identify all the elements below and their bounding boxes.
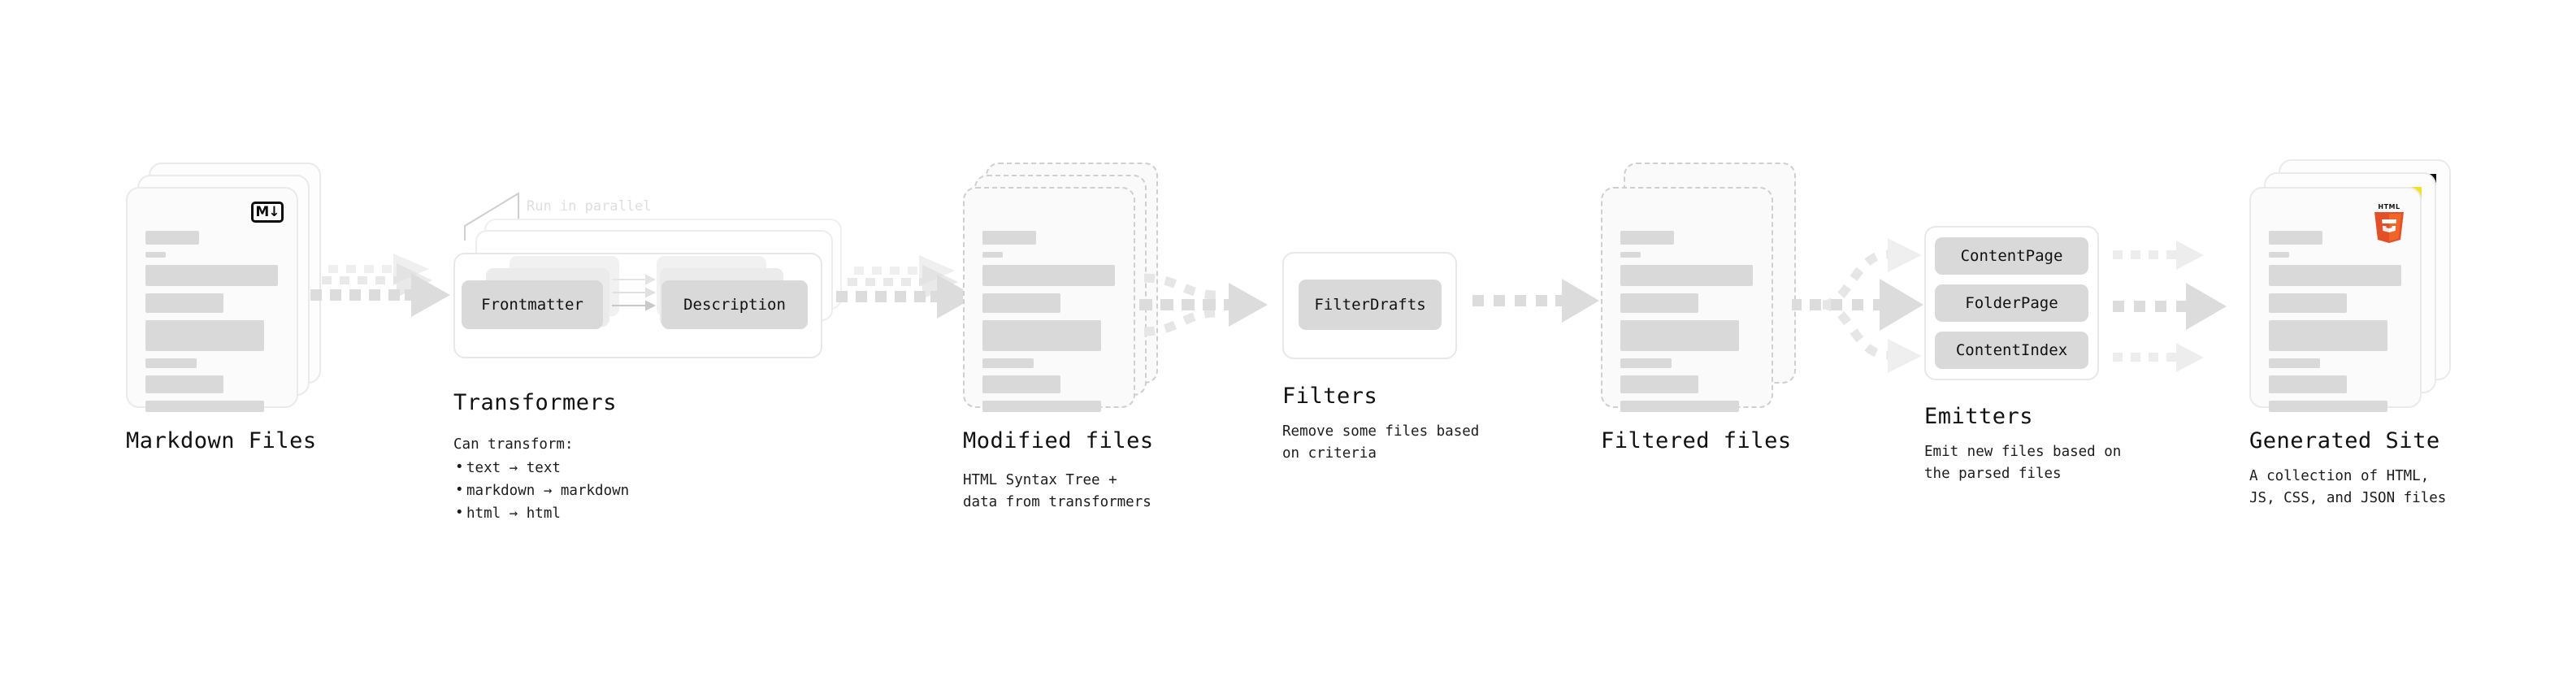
- transformer-inner-arrows: [612, 274, 657, 311]
- filtered-files-title: Filtered files: [1601, 428, 1792, 453]
- arrow-modified-to-filters: [1139, 273, 1268, 336]
- doc-line: [982, 358, 1034, 368]
- doc-line: [2269, 320, 2387, 351]
- modified-files-title: Modified files: [963, 428, 1154, 453]
- site-file-card-html: HTML: [2249, 187, 2422, 412]
- doc-line: [1620, 293, 1698, 313]
- emitters-title: Emitters: [1924, 404, 2034, 429]
- doc-line: [2269, 375, 2347, 393]
- doc-line: [1620, 265, 1753, 286]
- doc-line: [1620, 375, 1698, 393]
- doc-line: [1620, 252, 1641, 258]
- run-in-parallel-label: Run in parallel: [527, 198, 652, 215]
- emitter-chip-contentpage[interactable]: ContentPage: [1935, 237, 2088, 275]
- filter-chip-filterdrafts[interactable]: FilterDrafts: [1299, 280, 1442, 330]
- filters-title: Filters: [1282, 384, 1378, 409]
- doc-line: [145, 265, 278, 286]
- doc-line: [145, 375, 223, 393]
- transformer-chip-frontmatter[interactable]: Frontmatter: [462, 280, 603, 329]
- doc-line: [145, 358, 197, 368]
- run-in-parallel-bracket: [464, 192, 519, 241]
- doc-line: [2269, 265, 2401, 286]
- doc-line: [145, 401, 264, 412]
- markdown-file-card-front: M↓: [126, 187, 298, 412]
- markdown-icon: M↓: [251, 202, 284, 223]
- doc-line: [982, 401, 1101, 412]
- doc-line: [145, 252, 166, 258]
- arrow-markdown-to-transformers: [310, 254, 450, 317]
- transformers-desc-heading: Can transform:: [453, 436, 574, 453]
- arrow-emitters-to-site: [2113, 241, 2227, 372]
- doc-line: [145, 293, 223, 313]
- doc-line: [2269, 252, 2289, 258]
- transformers-title: Transformers: [453, 390, 618, 415]
- transform-item: markdown → markdown: [453, 479, 629, 502]
- modified-file-card-front: [963, 187, 1135, 412]
- markdown-files-title: Markdown Files: [126, 428, 317, 453]
- modified-files-desc: HTML Syntax Tree + data from transformer…: [963, 472, 1151, 511]
- doc-line: [982, 252, 1003, 258]
- filters-desc: Remove some files based on criteria: [1282, 423, 1480, 462]
- doc-line: [145, 320, 264, 351]
- transformer-chip-description[interactable]: Description: [661, 280, 808, 329]
- doc-line: [2269, 293, 2347, 313]
- transform-item: html → html: [453, 501, 629, 525]
- doc-line: [145, 231, 199, 245]
- generated-site-desc: A collection of HTML, JS, CSS, and JSON …: [2249, 468, 2447, 507]
- doc-line: [2269, 401, 2387, 412]
- emitter-chip-folderpage[interactable]: FolderPage: [1935, 284, 2088, 322]
- doc-line: [982, 293, 1060, 313]
- arrow-transformers-to-modified: [836, 255, 976, 319]
- doc-line: [982, 231, 1036, 245]
- emitter-chip-contentindex[interactable]: ContentIndex: [1935, 332, 2088, 369]
- filtered-file-card-front: [1601, 187, 1773, 412]
- emitters-desc: Emit new files based on the parsed files: [1924, 444, 2122, 483]
- transform-item: text → text: [453, 456, 629, 479]
- arrow-filtered-to-emitters: [1792, 238, 1923, 373]
- arrow-filters-to-filtered: [1472, 279, 1599, 323]
- svg-text:HTML: HTML: [2378, 203, 2400, 210]
- generated-site-title: Generated Site: [2249, 428, 2440, 453]
- doc-line: [1620, 401, 1739, 412]
- doc-line: [982, 265, 1115, 286]
- doc-line: [1620, 231, 1674, 245]
- doc-line: [982, 375, 1060, 393]
- transformers-desc-list: text → text markdown → markdown html → h…: [453, 456, 629, 525]
- doc-line: [1620, 358, 1672, 368]
- doc-line: [1620, 320, 1739, 351]
- doc-line: [2269, 358, 2320, 368]
- html5-icon: HTML: [2374, 203, 2404, 243]
- doc-line: [2269, 231, 2322, 245]
- doc-line: [982, 320, 1101, 351]
